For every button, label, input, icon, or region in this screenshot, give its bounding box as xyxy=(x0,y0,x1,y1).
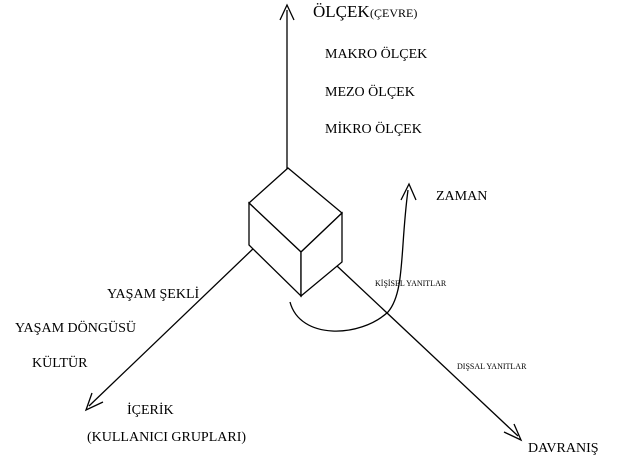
vertical-axis xyxy=(279,3,295,178)
external-responses-label: DIŞSAL YANITLAR xyxy=(457,362,527,371)
scale-level-macro: MAKRO ÖLÇEK xyxy=(325,45,427,62)
time-curve-path xyxy=(289,189,409,332)
left-axis xyxy=(84,245,257,412)
personal-responses-label: KİŞİSEL YANITLAR xyxy=(375,279,447,288)
behavior-axis-title: DAVRANIŞ xyxy=(528,441,599,456)
vertical-axis-title-suffix: (ÇEVRE) xyxy=(370,6,417,20)
left-axis-line xyxy=(88,245,257,407)
cube xyxy=(248,167,343,298)
time-label: ZAMAN xyxy=(436,189,487,204)
user-groups-label: (KULLANICI GRUPLARI) xyxy=(87,430,246,445)
right-axis xyxy=(336,265,523,442)
lifestyle-label: YAŞAM ŞEKLİ xyxy=(107,286,200,302)
right-axis-arrowhead xyxy=(503,423,523,442)
scale-level-micro: MİKRO ÖLÇEK xyxy=(325,120,422,137)
cube-right-face xyxy=(300,211,343,298)
time-curve xyxy=(289,182,417,332)
right-axis-line xyxy=(336,265,519,437)
culture-label: KÜLTÜR xyxy=(32,354,88,371)
vertical-axis-arrowhead xyxy=(279,3,295,21)
content-axis-title: İÇERİK xyxy=(127,402,174,418)
time-curve-arrowhead xyxy=(400,182,417,201)
vertical-axis-title: ÖLÇEK xyxy=(313,2,370,21)
scale-level-meso: MEZO ÖLÇEK xyxy=(325,83,415,100)
life-cycle-label: YAŞAM DÖNGÜSÜ xyxy=(15,319,136,336)
left-axis-arrowhead xyxy=(84,392,104,412)
